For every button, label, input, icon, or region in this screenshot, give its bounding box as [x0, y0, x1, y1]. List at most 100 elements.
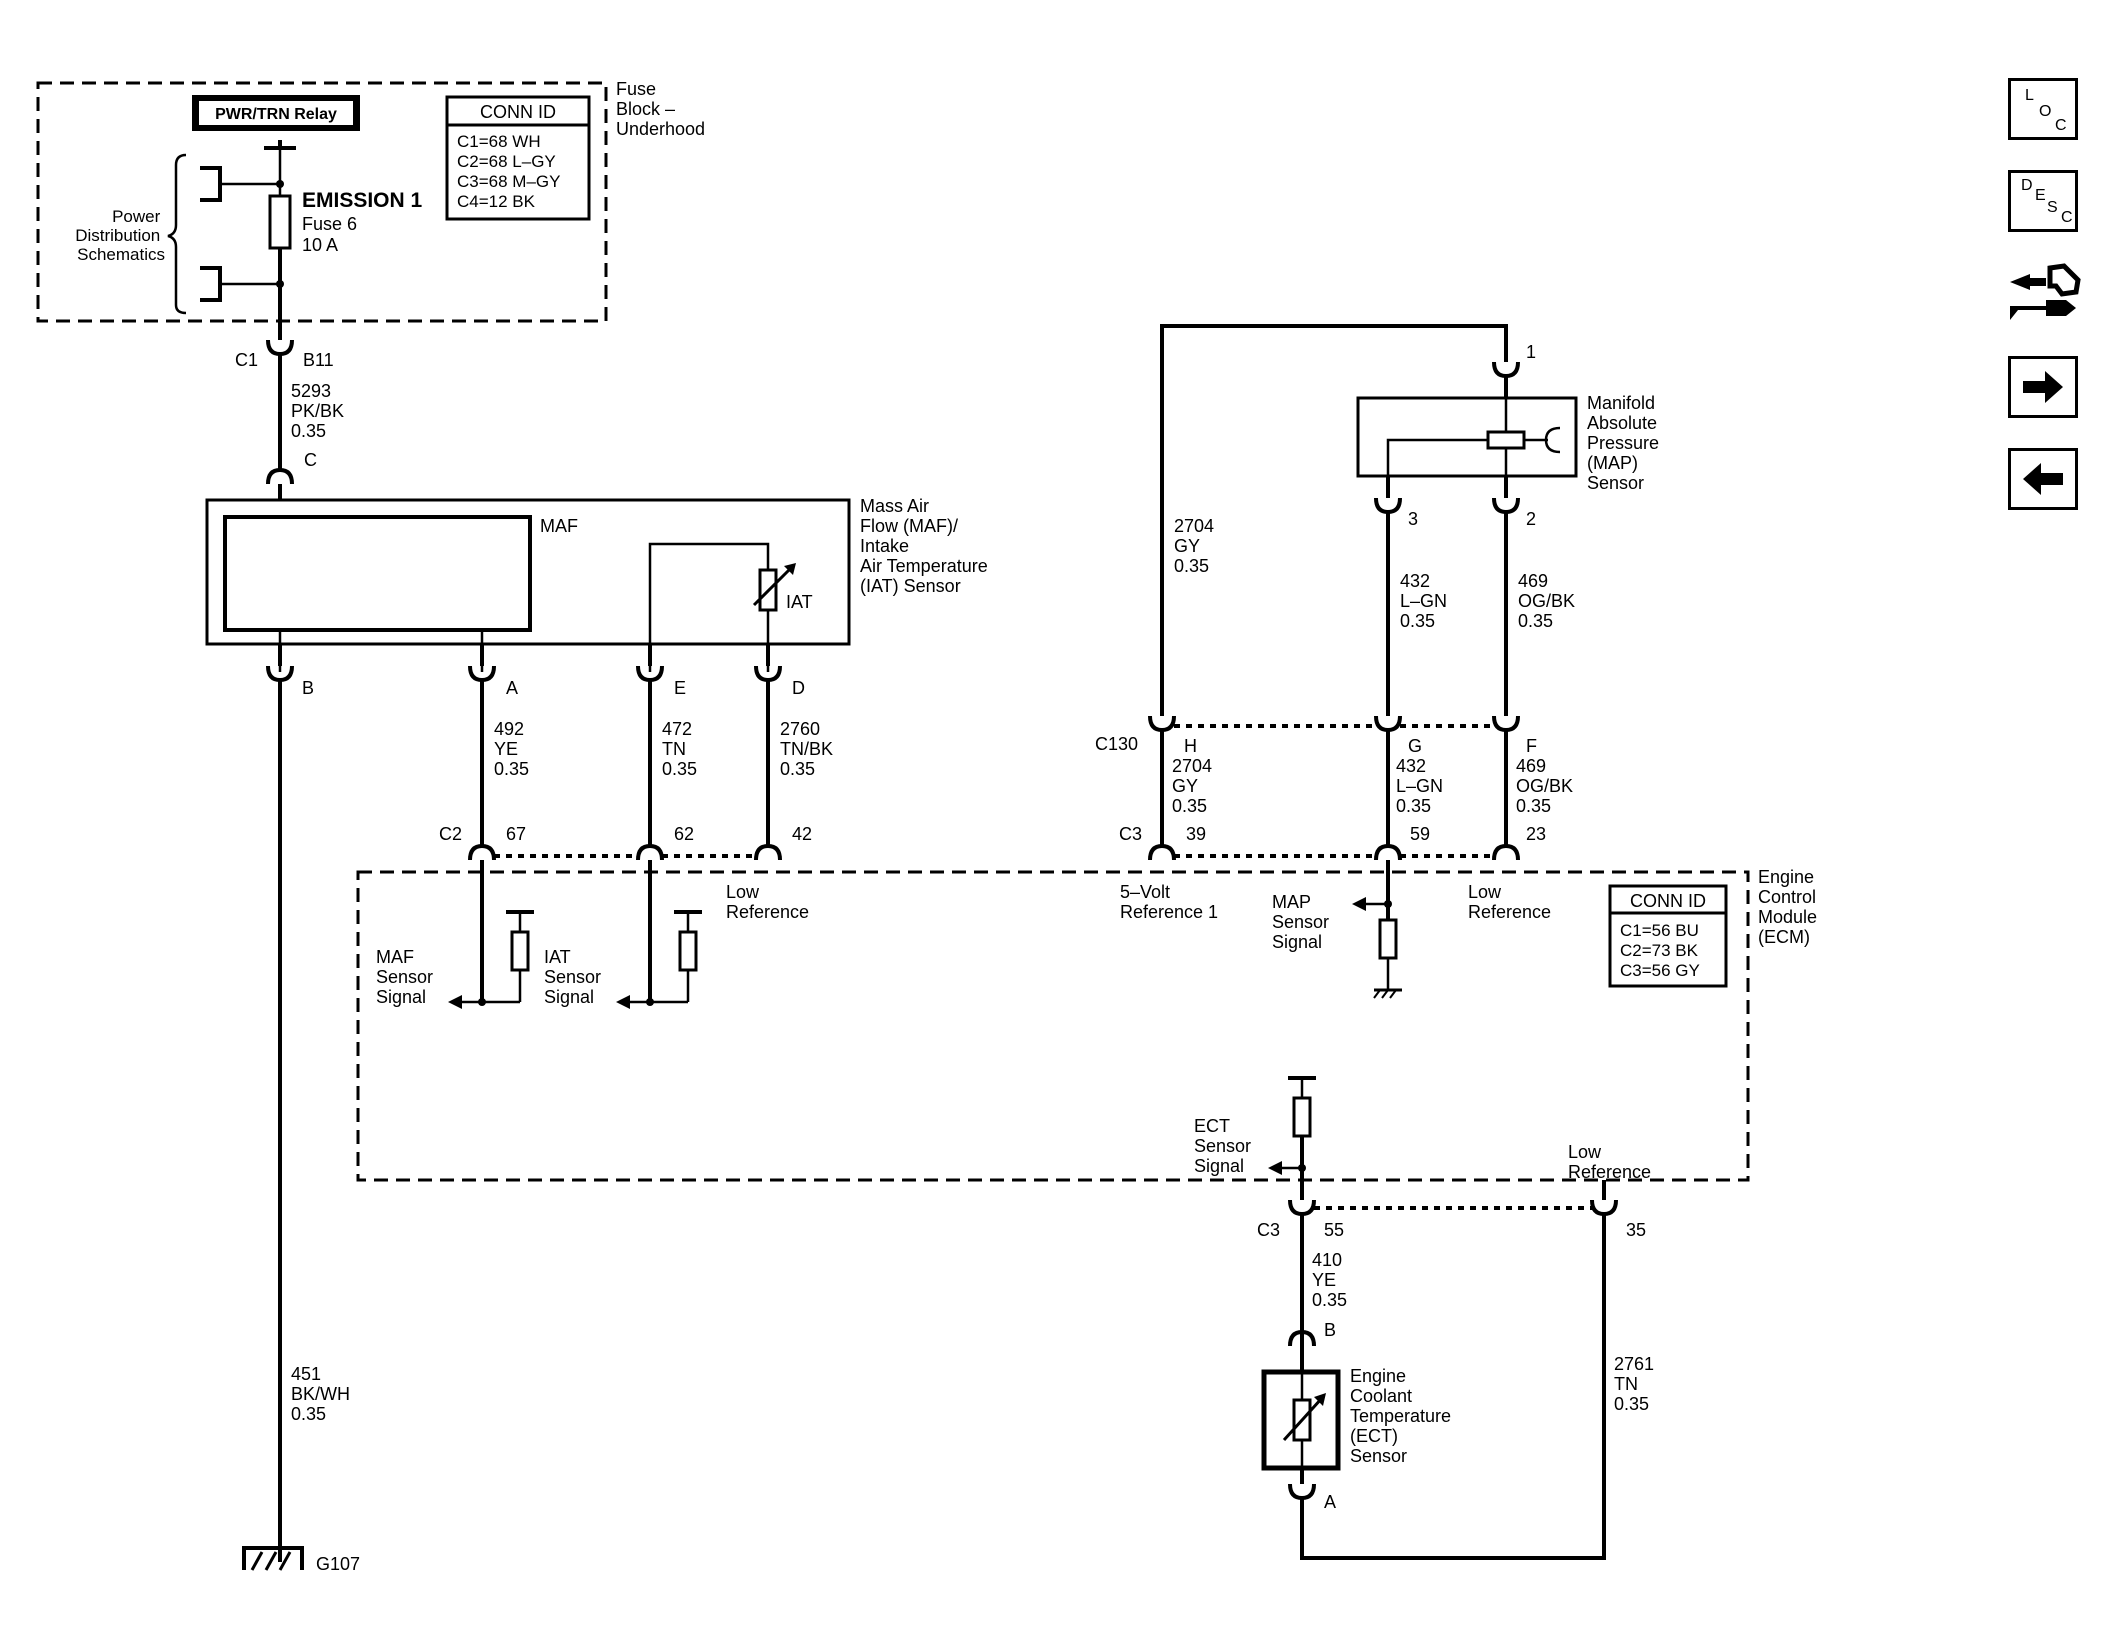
- ground-g107-icon: [242, 1546, 304, 1571]
- fuse-amperage: 10 A: [302, 235, 338, 255]
- map-element: [1486, 430, 1526, 450]
- ect-sensor-signal-label: ECT Sensor Signal: [1194, 1116, 1256, 1176]
- connector-ecm-c3-bottom: [1288, 1199, 1618, 1217]
- next-button[interactable]: [2008, 356, 2078, 418]
- loc-letter-o: O: [2039, 103, 2052, 120]
- fuse-block-label: Fuse Block – Underhood: [616, 79, 705, 139]
- maf-element: [223, 515, 532, 632]
- fuse-block-conn-id: [445, 95, 591, 221]
- map-bottom-pins: [1374, 476, 1520, 515]
- wire-2704-top: [1160, 324, 1508, 700]
- maf-bottom-pins: [266, 644, 782, 683]
- connector-label: C3: [1119, 824, 1142, 844]
- maf-inner-label: MAF: [540, 516, 578, 536]
- iat-label: IAT: [786, 592, 813, 612]
- ect-sensor-label: Engine Coolant Temperature (ECT) Sensor: [1350, 1366, 1456, 1466]
- pin-label: 59: [1410, 824, 1430, 844]
- connector-label: C2: [439, 824, 462, 844]
- pin-label: 55: [1324, 1220, 1344, 1240]
- map-pin-1: [1492, 361, 1520, 379]
- connector-ecm-c2: [468, 843, 782, 861]
- five-volt-reference-label: 5–Volt Reference 1: [1120, 882, 1218, 922]
- desc-letter-s: S: [2047, 199, 2058, 216]
- connector-label: C130: [1095, 734, 1138, 754]
- pin-label: G: [1408, 736, 1422, 756]
- wire-432-bottom-label: 432 L–GN 0.35: [1396, 756, 1448, 816]
- wire-2761: [1300, 1214, 1606, 1560]
- loc-letter-l: L: [2025, 87, 2034, 104]
- wire-410-label: 410 YE 0.35: [1312, 1250, 1347, 1310]
- ground-label: G107: [316, 1554, 360, 1574]
- desc-letter-c: C: [2061, 209, 2073, 226]
- ecm-conn-id: [1608, 884, 1728, 988]
- fuse-block-outline: [36, 81, 608, 323]
- wire-472-label: 472 TN 0.35: [662, 719, 697, 779]
- desc-letter-e: E: [2035, 187, 2046, 204]
- connector-label: C3: [1257, 1220, 1280, 1240]
- map-sensor-label: Manifold Absolute Pressure (MAP) Sensor: [1587, 393, 1664, 493]
- maf-sensor-label: Mass Air Flow (MAF)/ Intake Air Temperat…: [860, 496, 993, 596]
- pin-label: A: [1324, 1492, 1336, 1512]
- pin-label: C: [304, 450, 317, 470]
- ecm-conn-lines: C1=56 BU C2=73 BK C3=56 GY: [1620, 921, 1704, 980]
- power-distribution-brace: [167, 153, 187, 315]
- wire-469-top-label: 469 OG/BK 0.35: [1518, 571, 1580, 631]
- pin-label: B: [1324, 1320, 1336, 1340]
- fuse-conn-lines: C1=68 WH C2=68 L–GY C3=68 M–GY C4=12 BK: [457, 132, 565, 211]
- ect-pin-b: [1288, 1329, 1316, 1347]
- pin-label: H: [1184, 736, 1197, 756]
- wire-492-label: 492 YE 0.35: [494, 719, 529, 779]
- pin-label: 3: [1408, 509, 1418, 529]
- conn-id-title: CONN ID: [480, 102, 556, 122]
- location-button[interactable]: L O C: [2008, 78, 2078, 140]
- maf-iat-sensor-box: [205, 498, 851, 646]
- wire-451-label: 451 BK/WH 0.35: [291, 1364, 355, 1424]
- pin-label: 35: [1626, 1220, 1646, 1240]
- pin-label: 42: [792, 824, 812, 844]
- pin-label: 2: [1526, 509, 1536, 529]
- power-distribution-label: Power Distribution Schematics: [75, 207, 165, 264]
- iat-sensor-signal-label: IAT Sensor Signal: [544, 947, 606, 1007]
- pin-label: 1: [1526, 342, 1536, 362]
- back-button[interactable]: [2008, 448, 2078, 510]
- fuse-name: EMISSION 1: [302, 189, 423, 212]
- loc-letter-c: C: [2055, 117, 2067, 134]
- pin-label: A: [506, 678, 518, 698]
- pin-label: 62: [674, 824, 694, 844]
- pin-label: D: [792, 678, 805, 698]
- wire-2760-label: 2760 TN/BK 0.35: [780, 719, 838, 779]
- fuse-number: Fuse 6: [302, 214, 357, 234]
- pin-label: E: [674, 678, 686, 698]
- connector-ecm-c3: [1148, 843, 1520, 861]
- back-arrow-icon: [2023, 463, 2063, 495]
- pin-label: F: [1526, 736, 1537, 756]
- connector-tool-icon[interactable]: [2006, 262, 2082, 332]
- pin-label: 23: [1526, 824, 1546, 844]
- wire-5293-label: 5293 PK/BK 0.35: [291, 381, 349, 441]
- low-reference-2-label: Low Reference: [1468, 882, 1551, 922]
- ecm-label: Engine Control Module (ECM): [1758, 867, 1822, 947]
- pin-label: 67: [506, 824, 526, 844]
- wire-2704-top-label: 2704 GY 0.35: [1174, 516, 1219, 576]
- maf-pin-c: [266, 467, 294, 485]
- map-sensor-signal-label: MAP Sensor Signal: [1272, 892, 1334, 952]
- ect-pin-a: [1288, 1483, 1316, 1501]
- connector-label: C1: [235, 350, 258, 370]
- map-sensor-box: [1356, 396, 1578, 478]
- next-arrow-icon: [2023, 371, 2063, 403]
- relay-label: PWR/TRN Relay: [215, 106, 337, 123]
- connector-c130: [1148, 700, 1520, 733]
- low-reference-1-label: Low Reference: [726, 882, 809, 922]
- description-button[interactable]: D E S C: [2008, 170, 2078, 232]
- wire-432-top-label: 432 L–GN 0.35: [1400, 571, 1452, 631]
- pin-label: B11: [303, 350, 334, 370]
- low-reference-3-label: Low Reference: [1568, 1142, 1651, 1182]
- fuse-6: [268, 194, 292, 250]
- wire-469-bottom-label: 469 OG/BK 0.35: [1516, 756, 1578, 816]
- desc-letter-d: D: [2021, 177, 2033, 194]
- ecm-outline: [356, 870, 1750, 1182]
- conn-id-title: CONN ID: [1630, 891, 1706, 911]
- wire-2704-bottom-label: 2704 GY 0.35: [1172, 756, 1217, 816]
- connector-c1-b11: [266, 339, 294, 357]
